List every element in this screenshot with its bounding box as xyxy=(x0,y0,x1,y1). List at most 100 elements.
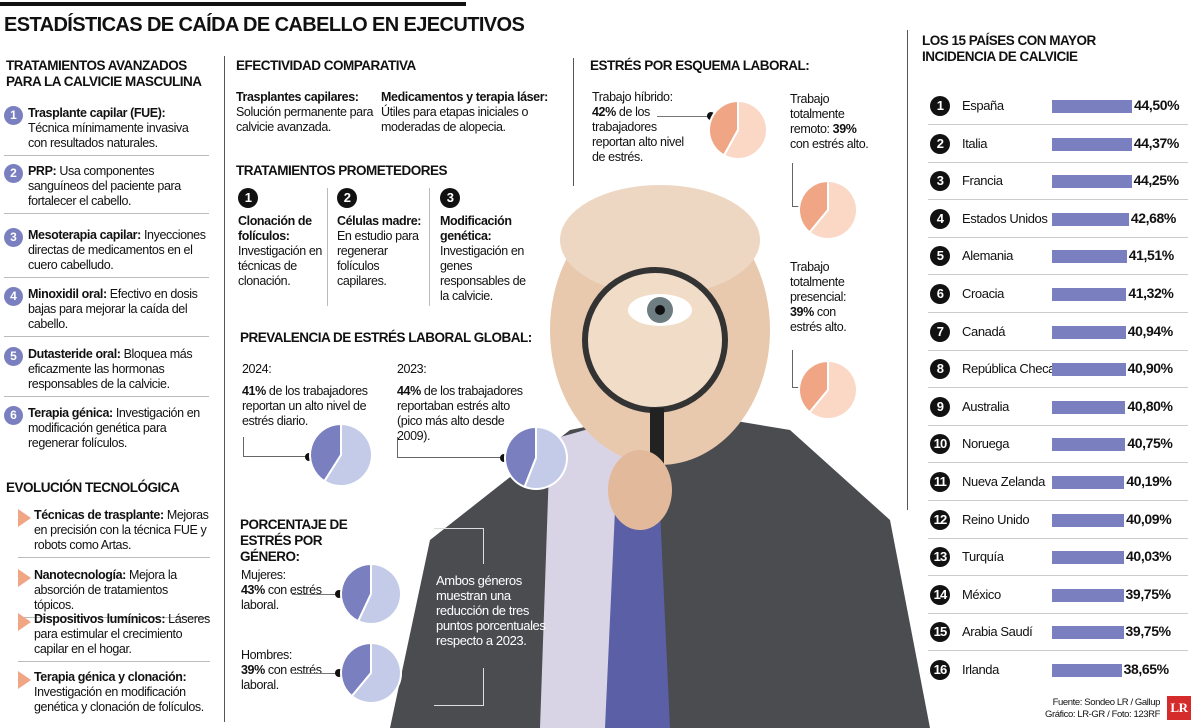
country-name: Reino Unido xyxy=(962,511,1030,527)
country-name: Francia xyxy=(962,173,1003,189)
number-badge: 4 xyxy=(4,287,23,306)
arrow-icon xyxy=(18,509,31,527)
pie2023-slice-rest xyxy=(523,425,568,490)
country-name: Canadá xyxy=(962,323,1006,339)
bar-value-label: 40,19% xyxy=(1126,473,1172,489)
rank-badge: 11 xyxy=(930,472,950,492)
country-name: Arabia Saudí xyxy=(962,624,1033,640)
arrow-icon xyxy=(18,569,31,587)
page-title: ESTADÍSTICAS DE CAÍDA DE CABELLO EN EJEC… xyxy=(4,14,525,36)
column-divider xyxy=(224,56,225,722)
bar xyxy=(1052,288,1127,301)
title-rule xyxy=(0,2,466,6)
connector-line xyxy=(397,437,503,458)
country-name: España xyxy=(962,98,1004,113)
bar xyxy=(1052,137,1132,151)
rank-badge: 13 xyxy=(930,547,950,568)
pie2024-slice-rest xyxy=(323,422,373,487)
evolution-item: Nanotecnología: Mejora la absorción de t… xyxy=(18,568,210,618)
stat-2023: 44% de los trabajadores reportaban estré… xyxy=(397,384,523,443)
connector-dot xyxy=(305,453,313,461)
bar-value-label: 40,03% xyxy=(1126,548,1172,565)
connector-line xyxy=(243,437,308,457)
rank-badge: 1 xyxy=(930,96,950,116)
year-2024: 2024: xyxy=(242,362,272,376)
stat-remote: Trabajo totalmente remoto: 39% con estré… xyxy=(790,92,869,151)
pieMen-slice-rest xyxy=(350,641,402,704)
rank-badge: 10 xyxy=(930,434,950,455)
bar-value-label: 40,80% xyxy=(1127,397,1173,414)
global-heading: PREVALENCIA DE ESTRÉS LABORAL GLOBAL: xyxy=(240,330,532,345)
bar xyxy=(1052,626,1124,640)
arrow-icon xyxy=(18,671,31,689)
bar xyxy=(1052,250,1127,264)
country-name: Irlanda xyxy=(962,662,999,677)
lr-logo: LR xyxy=(1167,696,1191,720)
country-name: Australia xyxy=(962,398,1009,414)
rank-badge: 9 xyxy=(930,396,950,417)
ranking-heading: LOS 15 PAÍSES CON MAYOR INCIDENCIA DE CA… xyxy=(922,33,1096,64)
pieWomen-slice-rest xyxy=(356,562,402,625)
connector-line xyxy=(292,594,337,595)
country-name: Croacia xyxy=(962,286,1004,301)
number-badge: 3 xyxy=(440,188,460,208)
ranking-row: 11 Nueva Zelanda 40,19% xyxy=(928,464,1188,501)
bar-value-label: 42,68% xyxy=(1130,209,1176,226)
rank-badge: 4 xyxy=(930,208,950,229)
scheme-heading: ESTRÉS POR ESQUEMA LABORAL: xyxy=(590,58,810,73)
country-name: República Checa xyxy=(962,361,1056,377)
number-badge: 3 xyxy=(4,228,23,247)
rank-badge: 8 xyxy=(930,359,950,380)
bar xyxy=(1052,438,1126,452)
number-badge: 5 xyxy=(4,347,23,366)
bar xyxy=(1052,513,1125,527)
bar xyxy=(1052,551,1125,565)
pieOnsite-slice-stressed xyxy=(798,359,829,414)
pieRemote-slice-rest xyxy=(808,179,858,240)
bar-value-label: 41,32% xyxy=(1128,285,1174,301)
evolution-item: Técnicas de trasplante: Mejoras en preci… xyxy=(18,508,210,558)
bar xyxy=(1052,400,1126,414)
treatments-heading: TRATAMIENTOS AVANZADOS PARA LA CALVICIE … xyxy=(6,58,202,89)
rank-badge: 2 xyxy=(930,133,950,154)
country-name: Noruega xyxy=(962,436,1010,452)
pieOnsite-slice-rest xyxy=(808,359,858,420)
number-badge: 2 xyxy=(337,188,357,208)
pieRemote-slice-stressed xyxy=(798,179,829,234)
pieWomen-slice-stressed xyxy=(340,562,372,623)
evolution-item: Dispositivos lumínicos: Láseres para est… xyxy=(18,612,210,662)
stat-onsite: Trabajo totalmente presencial: 39% con e… xyxy=(790,260,847,334)
ranking-row: 9 Australia 40,80% xyxy=(928,389,1188,426)
bar xyxy=(1052,325,1126,339)
bar xyxy=(1052,175,1132,189)
rank-badge: 7 xyxy=(930,321,950,342)
photo-bald-executive-magnifier xyxy=(390,185,930,728)
bar xyxy=(1052,588,1124,602)
bar xyxy=(1052,363,1126,377)
pie2023-slice-stressed xyxy=(504,425,537,489)
evolution-heading: EVOLUCIÓN TECNOLÓGICA xyxy=(6,480,180,495)
bar-value-label: 38,65% xyxy=(1123,661,1169,677)
connector-dot xyxy=(707,112,715,120)
column-divider xyxy=(907,30,908,510)
gender-note: Ambos géneros muestran una reducción de … xyxy=(436,573,546,648)
pieHybrid-slice-rest xyxy=(722,99,768,160)
evolution-item: Terapia génica y clonación: Investigació… xyxy=(18,670,210,719)
country-name: Nueva Zelanda xyxy=(962,474,1045,489)
effectiveness-heading: EFECTIVIDAD COMPARATIVA xyxy=(236,58,416,73)
number-badge: 1 xyxy=(4,106,23,125)
country-name: Italia xyxy=(962,135,988,151)
stat-women: Mujeres:43% con estrés laboral. xyxy=(241,568,322,612)
